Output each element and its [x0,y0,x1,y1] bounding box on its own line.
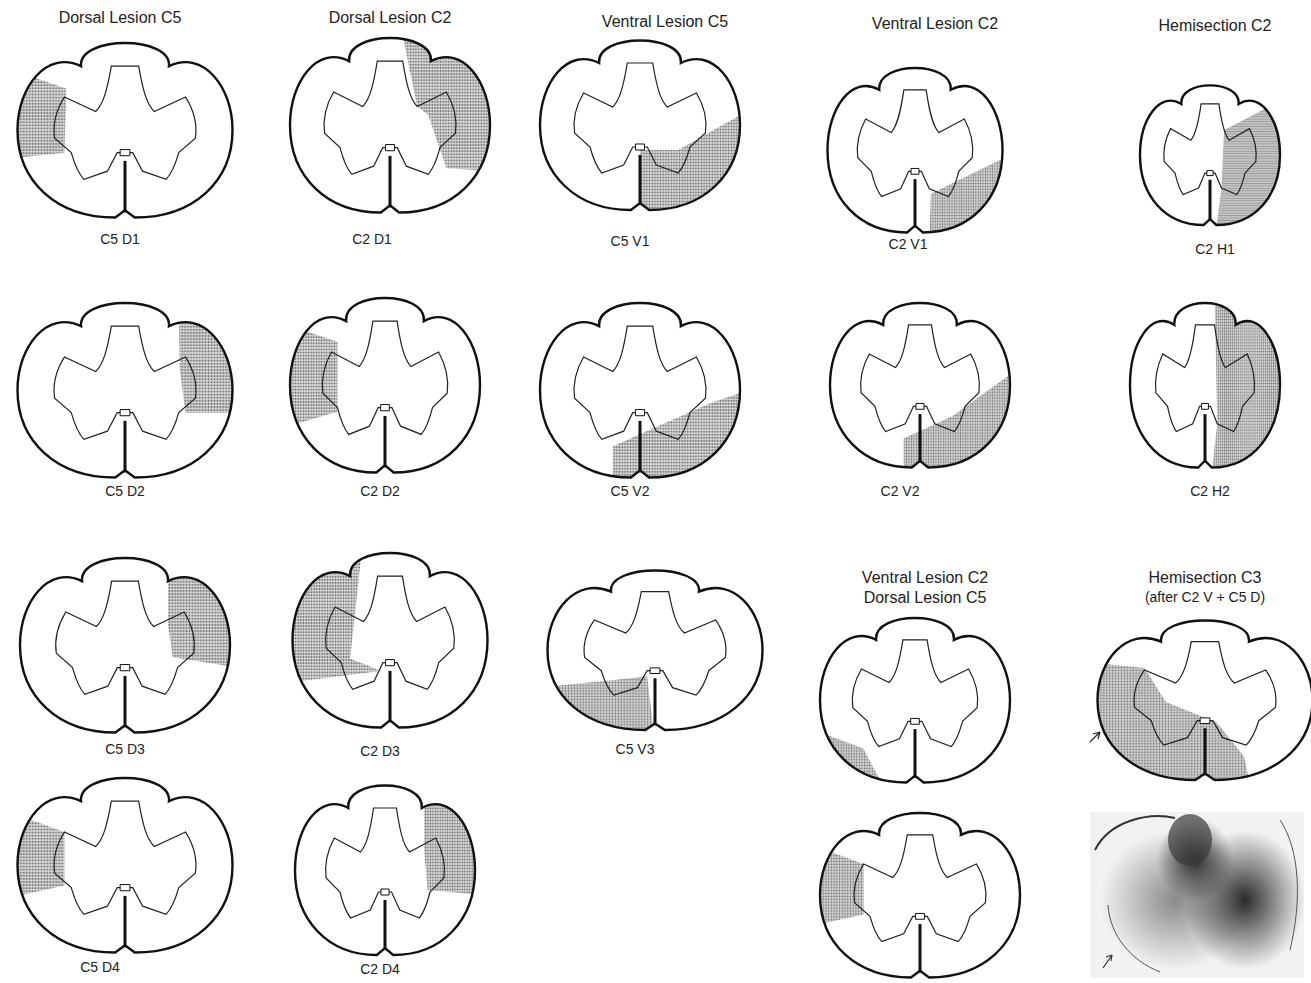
cord-section [295,785,483,955]
cord-section [284,553,488,728]
cord-section [17,303,242,478]
cord-section [540,41,749,226]
photomicrograph [1090,812,1305,978]
cord-section [830,303,1018,482]
section-label: C2 D4 [360,962,400,977]
section-label: C2 D2 [360,484,400,499]
cord-section [1140,85,1286,237]
column-heading: Hemisection C3 [1149,569,1262,587]
section-label: C5 V3 [616,742,655,757]
section-label: C2 V1 [889,237,928,252]
cord-section [281,298,480,472]
cord-section [811,618,1010,797]
cord-section [8,43,233,217]
section-label: C2 V2 [881,484,920,499]
section-label: C2 D1 [352,232,392,247]
cord-section [540,303,749,493]
cord-section [8,778,233,952]
cord-section [538,570,763,744]
column-heading: Dorsal Lesion C5 [59,9,182,27]
column-heading: Hemisection C2 [1159,17,1272,35]
column-heading: Ventral Lesion C5 [602,13,728,31]
cord-section [290,27,499,212]
section-label: C5 D2 [105,484,145,499]
section-label: C5 V2 [611,484,650,499]
section-label: C5 D3 [105,742,145,757]
section-label: C5 V1 [611,234,650,249]
section-label: C5 D1 [100,232,140,247]
cord-section [20,558,240,733]
pointer-arrow [1090,732,1100,742]
cord-section [1130,293,1287,482]
section-label: C5 D4 [80,960,120,975]
section-label: C2 D3 [360,744,400,759]
cord-section [811,813,1020,978]
column-heading: Ventral Lesion C2 [872,15,998,33]
section-label: C2 H2 [1190,484,1230,499]
cord-section [828,68,1011,247]
cord-section [1088,620,1311,794]
section-label: (after C2 V + C5 D) [1145,590,1265,605]
column-heading: Dorsal Lesion C2 [329,9,452,27]
section-label: C2 H1 [1195,242,1235,257]
column-heading: Ventral Lesion C2 [862,569,988,587]
column-heading: Dorsal Lesion C5 [864,589,987,607]
